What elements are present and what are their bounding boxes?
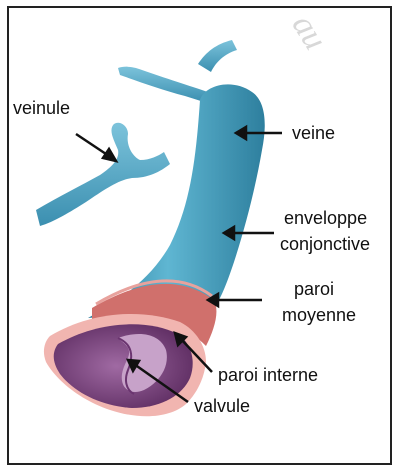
- label-enveloppe-1: enveloppe: [284, 208, 367, 229]
- label-veinule: veinule: [13, 98, 70, 119]
- label-valvule: valvule: [194, 396, 250, 417]
- label-veine: veine: [292, 123, 335, 144]
- veinule-branch: [36, 123, 170, 226]
- label-enveloppe-2: conjonctive: [280, 234, 370, 255]
- label-paroi-moyenne-1: paroi: [294, 279, 334, 300]
- label-paroi-interne: paroi interne: [218, 365, 318, 386]
- label-paroi-moyenne-2: moyenne: [282, 305, 356, 326]
- upper-branch-right: [198, 40, 237, 72]
- upper-branch-left: [118, 67, 208, 102]
